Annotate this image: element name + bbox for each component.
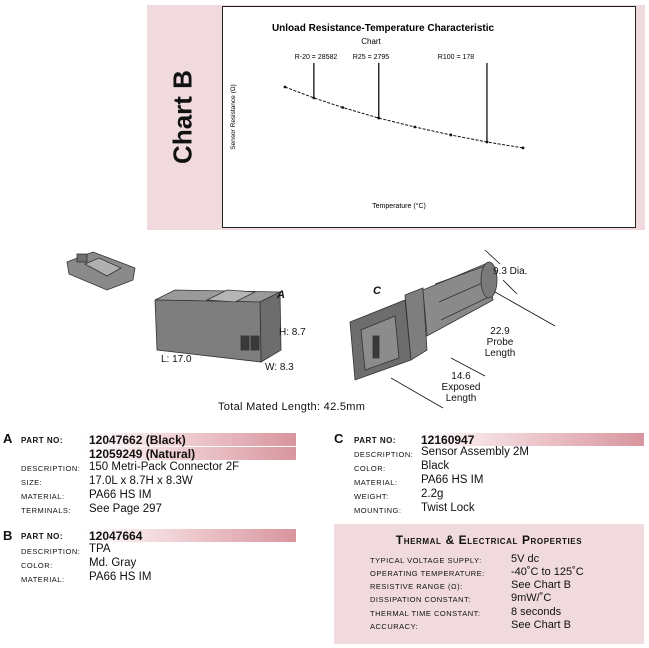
part-b-row-value: TPA xyxy=(89,543,111,555)
part-a-row-value: PA66 HS IM xyxy=(89,489,152,501)
probe-length-label-2: Length xyxy=(484,348,516,359)
part-c-row-value: Twist Lock xyxy=(421,502,475,514)
probe-length-label-1: Probe xyxy=(486,337,514,348)
property-label: Operating Temperature: xyxy=(370,569,485,578)
part-c-row-label: Mounting: xyxy=(354,506,402,515)
property-value: -40˚C to 125˚C xyxy=(511,566,584,578)
resistance-point xyxy=(449,133,453,137)
part-b-part-no-label: Part No: xyxy=(21,532,64,541)
chart-title: Unload Resistance-Temperature Characteri… xyxy=(272,23,495,34)
probe-length-dimension: 22.9 Probe Length xyxy=(475,326,525,359)
property-label: Typical Voltage Supply: xyxy=(370,556,482,565)
exposed-length-dimension: 14.6 Exposed Length xyxy=(435,371,487,404)
callout-a: A xyxy=(277,289,285,301)
property-value: 9mW/˚C xyxy=(511,592,552,604)
connector-housing-illustration xyxy=(154,289,282,363)
part-a-row-value: See Page 297 xyxy=(89,503,162,515)
part-a-row-label: Description: xyxy=(21,464,81,473)
plot-layer xyxy=(283,63,525,150)
part-c-row-value: PA66 HS IM xyxy=(421,474,484,486)
exposed-length-value: 14.6 xyxy=(451,371,471,382)
part-b-bar xyxy=(84,529,296,542)
part-a-row-value: 17.0L x 8.7H x 8.3W xyxy=(89,475,193,487)
length-dimension: L: 17.0 xyxy=(161,354,192,365)
part-a-row-label: Size: xyxy=(21,478,43,487)
connector-drawing: A C H: 8.7 W: 8.3 L: 17.0 9.3 Dia. 22.9 … xyxy=(55,240,615,415)
tpa-clip-illustration xyxy=(66,251,136,291)
part-a-row-value: 150 Metri-Pack Connector 2F xyxy=(89,461,240,473)
part-a-part-no-2: 12059249 (Natural) xyxy=(89,447,196,461)
part-b-part-no: 12047664 xyxy=(89,529,143,543)
probe-length-value: 22.9 xyxy=(490,326,510,337)
chart-xlabel: Temperature (°C) xyxy=(372,202,426,210)
chart-annotation-r20: R-20 = 28582 xyxy=(295,54,338,61)
exposed-length-label-1: Exposed xyxy=(441,382,481,393)
chart-ylabel: Sensor Resistance (Ω) xyxy=(230,84,237,150)
part-c-row-label: Description: xyxy=(354,450,414,459)
part-a-part-no-1: 12047662 (Black) xyxy=(89,433,186,447)
part-a-bar-2 xyxy=(84,447,296,460)
sensor-assembly-illustration xyxy=(349,261,498,381)
part-c-letter: C xyxy=(334,431,344,446)
chart-panel: Unload Resistance-Temperature Characteri… xyxy=(222,6,636,228)
part-c-row-value: Sensor Assembly 2M xyxy=(421,446,530,458)
part-b-row-label: Material: xyxy=(21,575,65,584)
part-c-row-value: Black xyxy=(421,460,450,472)
part-b-letter: B xyxy=(3,528,13,543)
resistance-chart: Unload Resistance-Temperature Characteri… xyxy=(230,23,525,210)
part-c-part-no-label: Part No: xyxy=(354,436,397,445)
property-label: Thermal Time Constant: xyxy=(370,609,481,618)
dimension-lines xyxy=(390,249,556,409)
part-a-row-label: Material: xyxy=(21,492,65,501)
thermal-electrical-properties: Thermal & Electrical Properties Typical … xyxy=(334,524,644,644)
exposed-length-label-2: Length xyxy=(445,393,477,404)
height-dimension: H: 8.7 xyxy=(279,327,306,338)
resistance-point xyxy=(341,106,345,109)
part-b-row-label: Color: xyxy=(21,561,53,570)
chart-side-title-text: Chart B xyxy=(167,70,198,164)
part-c-row-value: 2.2g xyxy=(421,488,444,500)
part-c-bar xyxy=(414,433,644,446)
resistance-series-line xyxy=(284,86,524,149)
part-c-row-label: Weight: xyxy=(354,492,389,501)
part-a-bar-1 xyxy=(84,433,296,446)
property-label: Dissipation Constant: xyxy=(370,595,471,604)
diameter-dimension: 9.3 Dia. xyxy=(493,266,528,277)
property-value: See Chart B xyxy=(511,579,571,591)
property-label: Accuracy: xyxy=(370,622,419,631)
properties-title: Thermal & Electrical Properties xyxy=(395,533,583,547)
part-b-row-label: Description: xyxy=(21,547,81,556)
resistance-point xyxy=(485,140,489,144)
property-label: Resistive Range (Ω): xyxy=(370,582,463,591)
chart-subtitle: Chart xyxy=(361,37,381,46)
part-a-part-no-label: Part No: xyxy=(21,436,64,445)
part-a-row-label: Terminals: xyxy=(21,506,72,515)
resistance-point xyxy=(413,125,417,129)
width-dimension: W: 8.3 xyxy=(265,362,294,373)
property-value: See Chart B xyxy=(511,619,571,631)
chart-side-title: Chart B xyxy=(148,10,218,224)
chart-annotation-r100: R100 = 178 xyxy=(438,54,474,61)
part-c-row-label: Color: xyxy=(354,464,386,473)
part-c-row-label: Material: xyxy=(354,478,398,487)
property-value: 5V dc xyxy=(511,553,540,565)
total-mated-length: Total Mated Length: 42.5mm xyxy=(218,401,366,413)
connector-illustration xyxy=(66,249,556,409)
resistance-point xyxy=(521,146,525,150)
chart-annotation-r25: R25 = 2795 xyxy=(353,54,389,61)
part-b-row-value: PA66 HS IM xyxy=(89,571,152,583)
callout-c: C xyxy=(373,285,381,297)
resistance-point xyxy=(283,85,287,89)
part-a-letter: A xyxy=(3,431,13,446)
part-c-part-no: 12160947 xyxy=(421,433,475,447)
property-value: 8 seconds xyxy=(511,606,562,618)
part-b-row-value: Md. Gray xyxy=(89,557,137,569)
